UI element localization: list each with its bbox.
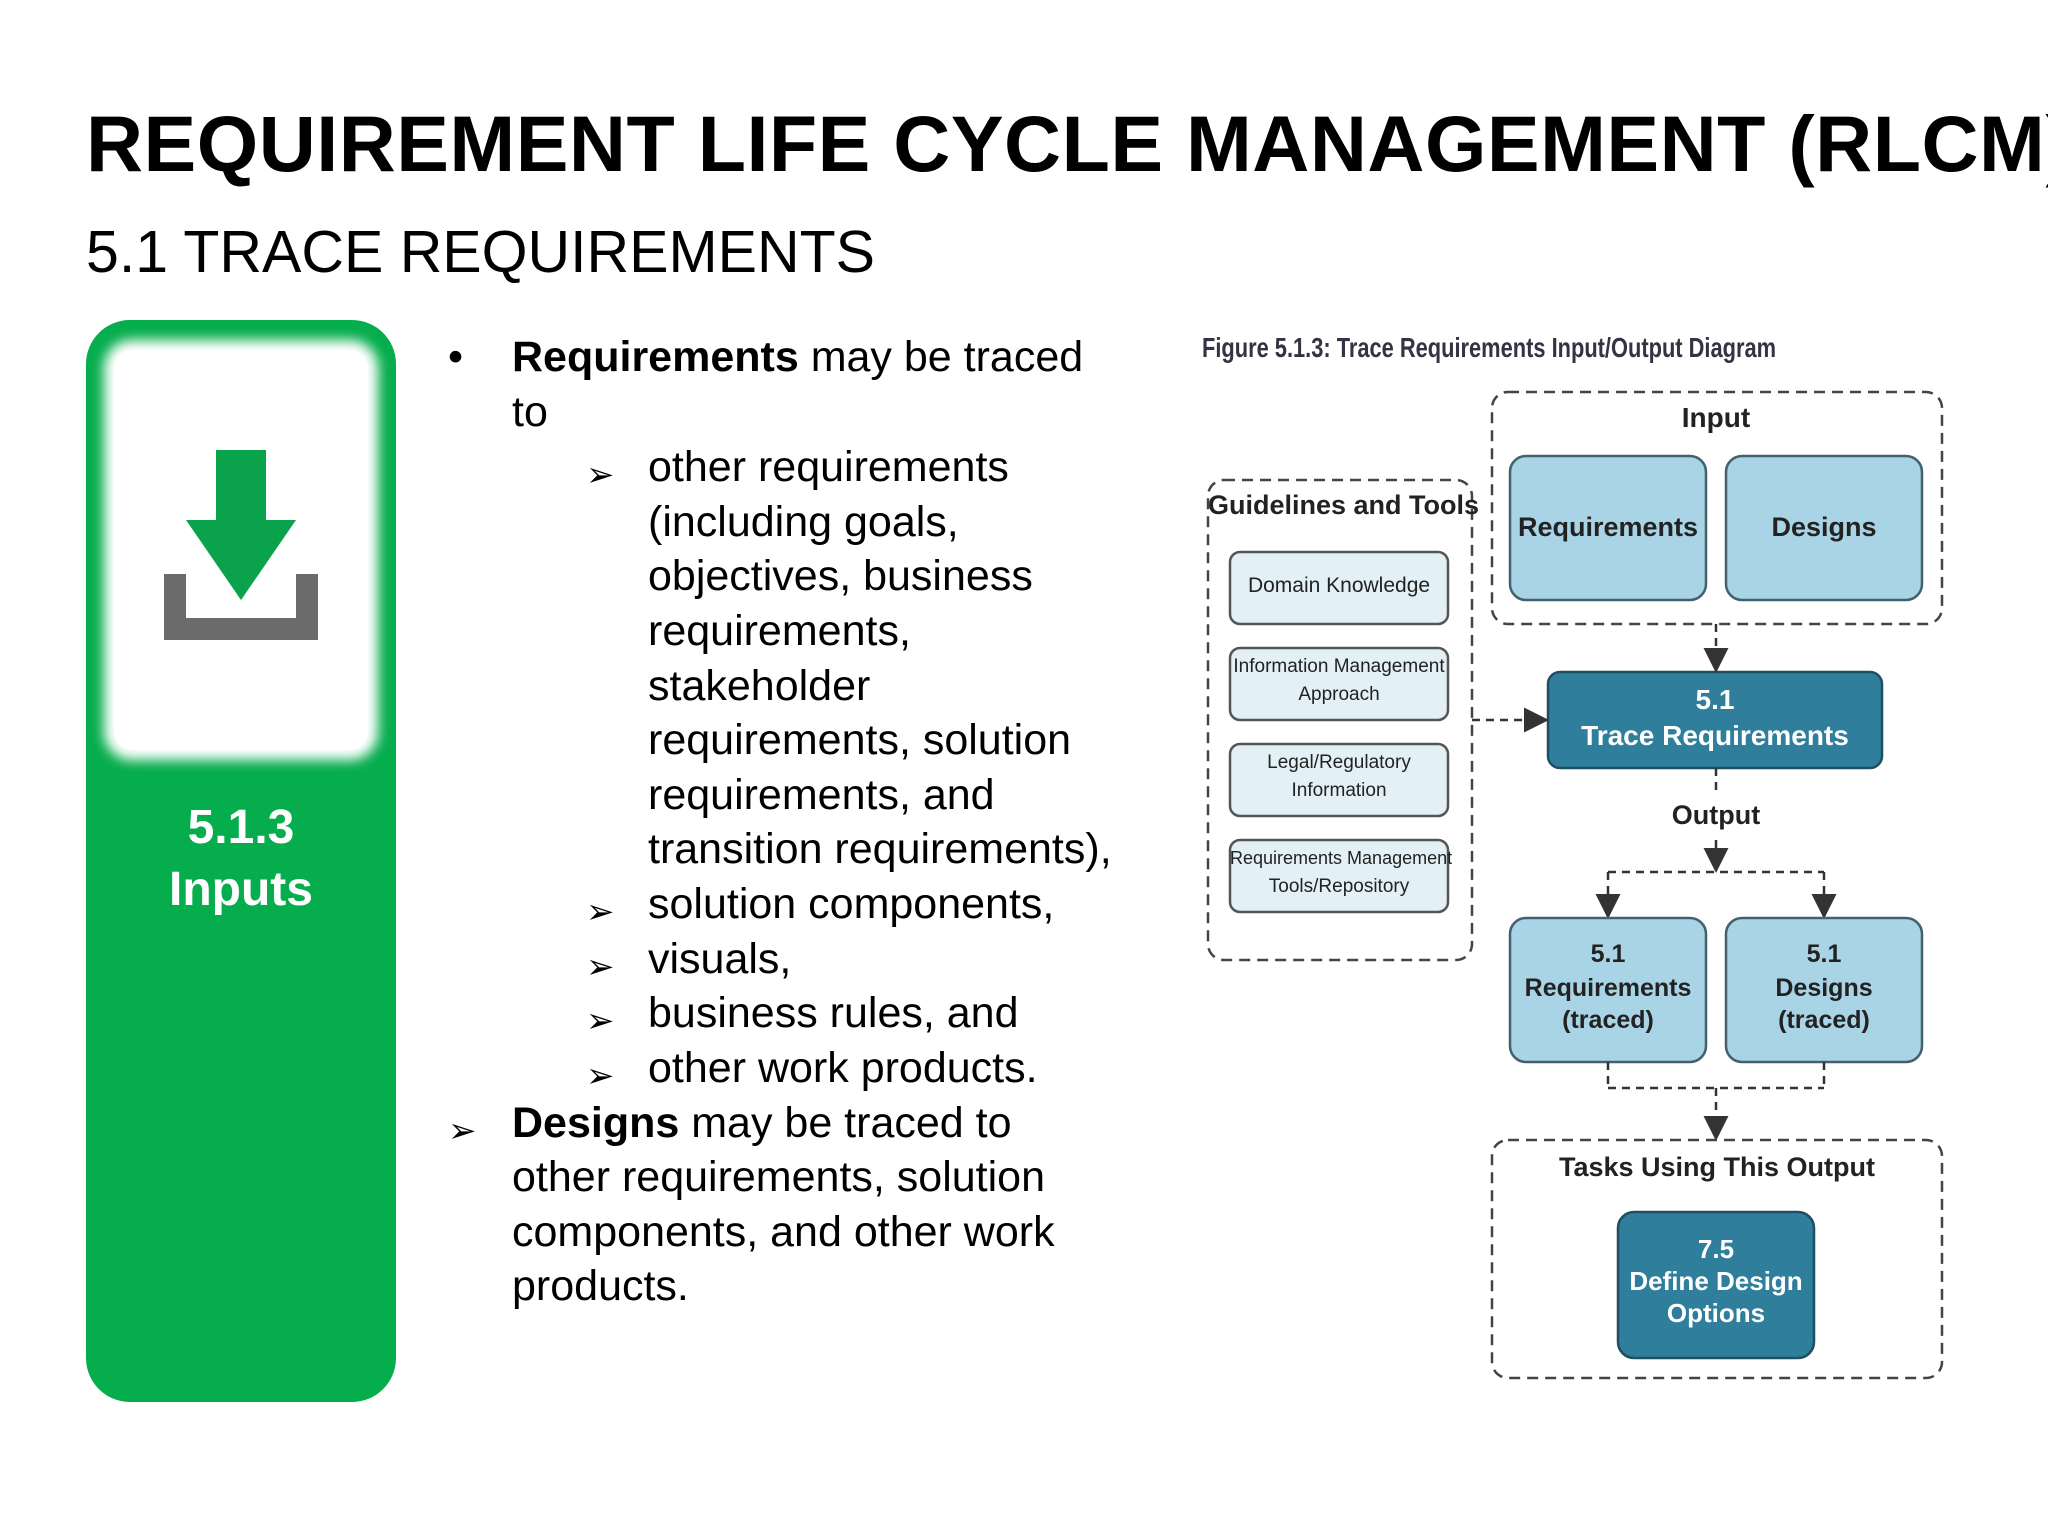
subitem-line: (including goals, — [648, 498, 959, 546]
guideline-label: Tools/Repository — [1268, 876, 1410, 897]
panel-label-text: Inputs — [169, 863, 313, 916]
page-title: REQUIREMENT LIFE CYCLE MANAGEMENT (RLCM) — [86, 99, 2048, 188]
output-number: 5.1 — [1806, 940, 1842, 968]
bullet2-bold: Designs — [512, 1099, 680, 1147]
input-designs-box — [1724, 454, 1924, 602]
subitem-line: solution components, — [648, 880, 1055, 928]
guideline-box — [1228, 550, 1450, 626]
bullet1-rest: may be traced — [798, 333, 1084, 381]
section-subtitle: 5.1 TRACE REQUIREMENTS — [86, 219, 876, 285]
arrow-bullet-icon: ➢ — [448, 1112, 477, 1150]
input-requirements-label: Requirements — [1517, 512, 1699, 542]
bullet2-line: other requirements, solution — [512, 1153, 1046, 1201]
inputs-panel: 5.1.3 Inputs — [86, 320, 396, 1402]
guideline-label: Legal/Regulatory — [1267, 752, 1411, 773]
guideline-label: Information — [1291, 780, 1387, 801]
arrow-bullet-icon: ➢ — [586, 456, 615, 494]
subitem-line: objectives, business — [648, 552, 1033, 600]
tasks-label: Tasks Using This Output — [1558, 1152, 1876, 1182]
output-name: Designs — [1775, 974, 1873, 1002]
next-task-box — [1616, 1210, 1816, 1360]
subitem-line: stakeholder — [648, 662, 871, 710]
guideline-label: Approach — [1298, 684, 1380, 705]
output-name: Requirements — [1524, 974, 1692, 1002]
guideline-box — [1228, 838, 1450, 914]
input-designs-label: Designs — [1771, 512, 1877, 542]
output-state: (traced) — [1562, 1006, 1654, 1034]
guideline-box — [1228, 742, 1450, 818]
input-label: Input — [1681, 402, 1751, 433]
guideline-box — [1228, 646, 1450, 722]
bullet2-line: products. — [512, 1262, 689, 1310]
subitem-line: business rules, and — [648, 989, 1019, 1037]
bullet1-line2: to — [512, 388, 548, 436]
arrow-bullet-icon: ➢ — [586, 948, 615, 986]
output-state: (traced) — [1778, 1006, 1870, 1034]
tasks-group — [1490, 1138, 1944, 1380]
input-requirements-box — [1508, 454, 1708, 602]
arrow-bullet-icon: ➢ — [586, 893, 615, 931]
figure-caption: Figure 5.1.3: Trace Requirements Input/O… — [1202, 332, 1777, 363]
bullet2-rest: may be traced to — [679, 1099, 1012, 1147]
guideline-label: Requirements Management — [1230, 848, 1453, 868]
subitem-line: requirements, and — [648, 771, 995, 819]
icon-box — [114, 350, 368, 750]
output-label: Output — [1671, 800, 1761, 830]
arrow-bullet-icon: ➢ — [586, 1002, 615, 1040]
bullet2-line: components, and other work — [512, 1208, 1055, 1256]
subitem-line: other requirements — [648, 443, 1009, 491]
panel-label-number: 5.1.3 — [187, 801, 295, 854]
guidelines-group — [1206, 478, 1474, 962]
input-group — [1490, 390, 1944, 626]
bullet-dot: • — [448, 333, 464, 381]
arrow-bullet-icon: ➢ — [586, 1057, 615, 1095]
bullet1-bold: Requirements — [512, 333, 799, 381]
subitem-line: requirements, solution — [648, 716, 1072, 764]
bullet1-line1: Requirements may be traced — [512, 330, 1083, 385]
task-name: Trace Requirements — [1581, 720, 1849, 751]
next-task-number: 7.5 — [1697, 1234, 1735, 1264]
next-task-name: Options — [1666, 1298, 1766, 1328]
guidelines-label: Guidelines and Tools — [1208, 490, 1480, 520]
subitem-line: visuals, — [648, 935, 792, 983]
bullet2-line1: Designs may be traced to — [512, 1096, 1012, 1151]
download-tray-icon — [164, 450, 318, 640]
output-number: 5.1 — [1590, 940, 1626, 968]
guideline-label: Information Management — [1233, 656, 1445, 677]
subitem-line: transition requirements), — [648, 825, 1112, 873]
subitem-line: other work products. — [648, 1044, 1038, 1092]
task-number: 5.1 — [1695, 684, 1735, 715]
guideline-label: Domain Knowledge — [1247, 574, 1431, 597]
subitem-line: requirements, — [648, 607, 911, 655]
next-task-name: Define Design — [1629, 1266, 1803, 1296]
